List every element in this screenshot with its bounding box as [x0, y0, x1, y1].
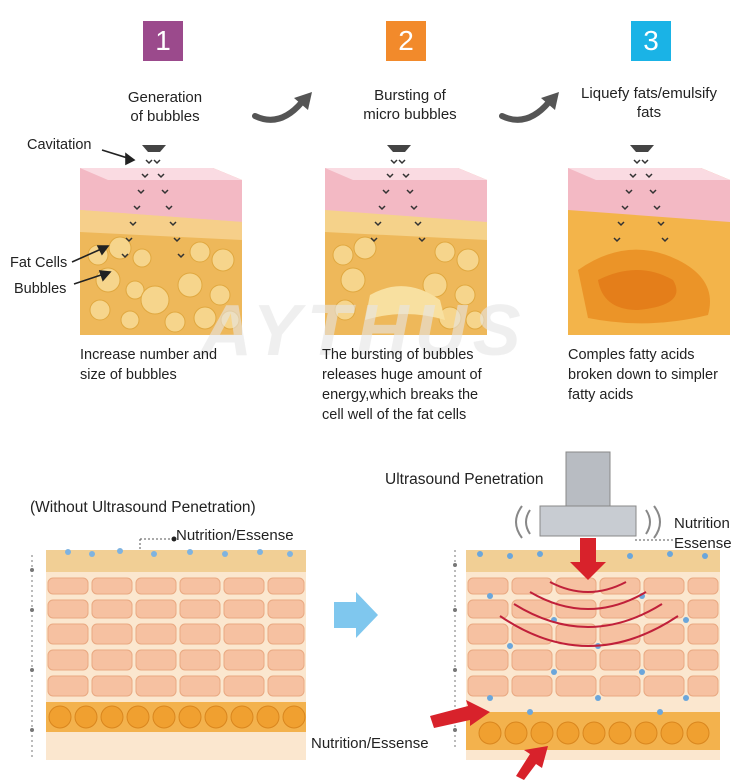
- right-skin-illustration: [430, 451, 720, 780]
- step-3-description: Comples fatty acids broken down to simpl…: [568, 347, 718, 403]
- step-2-badge: 2: [386, 21, 426, 61]
- left-caption: (Without Ultrasound Penetration): [30, 499, 256, 516]
- fat-cells-label: Fat Cells: [10, 255, 68, 271]
- panel-1-illustration: [80, 145, 242, 335]
- right-nutrition-bottom-label: Nutrition/Essense: [311, 735, 429, 752]
- panel-3-illustration: [568, 145, 730, 335]
- bubbles-label: Bubbles: [14, 281, 67, 297]
- panel-2-illustration: [325, 145, 487, 335]
- step-1-badge: 1: [143, 21, 183, 61]
- step-3-badge: 3: [631, 21, 671, 61]
- step-2-title: Bursting of micro bubbles: [363, 87, 457, 123]
- middle-blue-arrow: [334, 592, 378, 638]
- process-arrow-2: [499, 92, 559, 123]
- cavitation-label: Cavitation: [27, 137, 92, 153]
- step-3-title: Liquefy fats/emulsify fats: [581, 85, 717, 121]
- panel-1-pointers: [71, 149, 136, 285]
- watermark: AYTHUS: [200, 291, 527, 371]
- step-1-description: Increase number and size of bubbles: [80, 347, 218, 383]
- step-2-description: The bursting of bubbles releases huge am…: [322, 347, 482, 423]
- left-skin-illustration: [30, 536, 306, 760]
- process-arrow-1: [252, 92, 312, 123]
- left-nutrition-label: Nutrition/Essense: [176, 527, 294, 544]
- right-nutrition-top-label: Nutrition Essense: [674, 515, 732, 552]
- right-caption: Ultrasound Penetration: [385, 471, 544, 488]
- step-1-title: Generation of bubbles: [127, 89, 203, 125]
